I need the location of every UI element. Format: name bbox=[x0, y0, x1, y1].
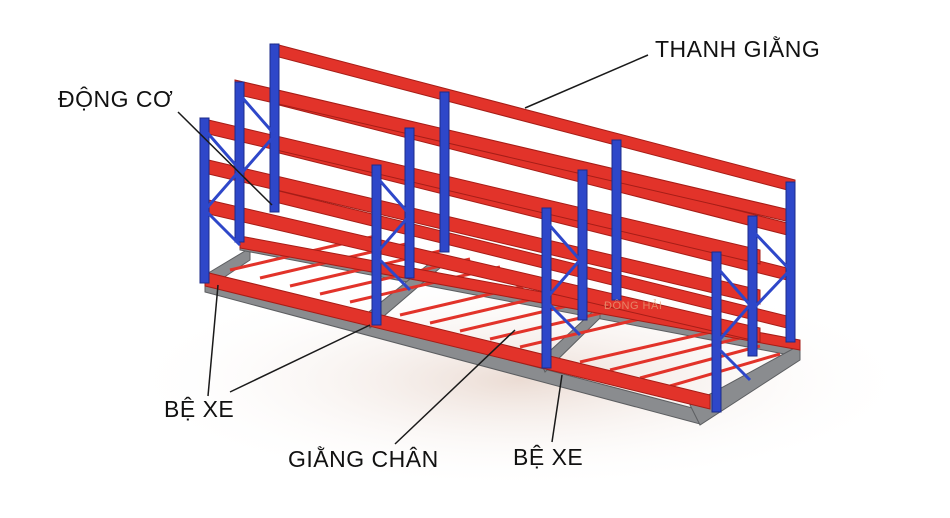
leader-giang-chan bbox=[394, 329, 516, 445]
bracing bbox=[203, 94, 792, 382]
leader-be-xe-left-2 bbox=[229, 324, 371, 393]
label-be-xe-right: BỆ XE bbox=[513, 444, 584, 470]
leader-be-xe-left bbox=[207, 284, 219, 397]
leader-dong-co bbox=[177, 111, 273, 206]
leader-lines bbox=[177, 54, 649, 445]
leader-thanh-giang bbox=[524, 54, 649, 109]
front-beams bbox=[199, 79, 791, 410]
label-giang-chan: GIẰNG CHÂN bbox=[288, 446, 439, 472]
label-dong-co: ĐỘNG CƠ bbox=[58, 86, 174, 112]
uprights bbox=[199, 43, 796, 413]
label-be-xe-left: BỆ XE bbox=[164, 396, 235, 422]
brand-watermark: ĐÔNG HẢI bbox=[604, 300, 663, 312]
label-thanh-giang: THANH GIẰNG bbox=[655, 36, 821, 62]
leader-be-xe-right bbox=[551, 374, 563, 443]
